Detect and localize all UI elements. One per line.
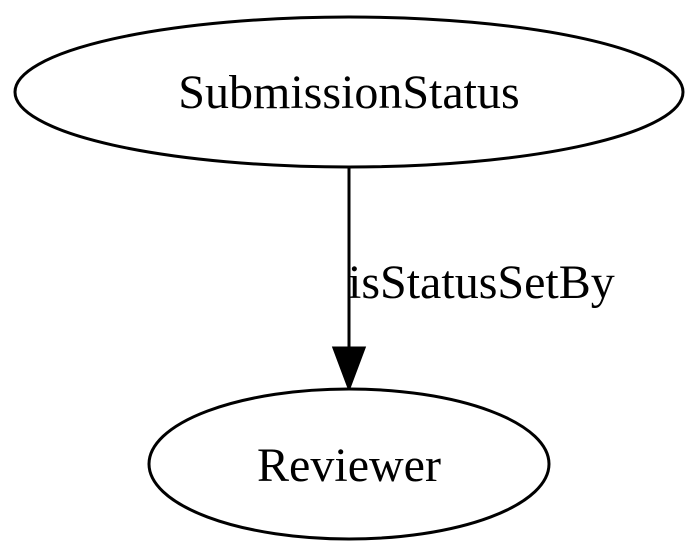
node-reviewer-label: Reviewer <box>257 439 441 492</box>
node-reviewer-ellipse <box>147 387 551 541</box>
edge-is-status-set-by[interactable]: isStatusSetBy <box>331 167 615 393</box>
edge-is-status-set-by-label: isStatusSetBy <box>348 256 615 309</box>
node-submission-status-label: SubmissionStatus <box>178 66 519 119</box>
node-submission-status[interactable]: SubmissionStatus <box>13 15 685 169</box>
edge-is-status-set-by-arrowhead <box>331 346 367 393</box>
node-reviewer[interactable]: Reviewer <box>147 387 551 541</box>
